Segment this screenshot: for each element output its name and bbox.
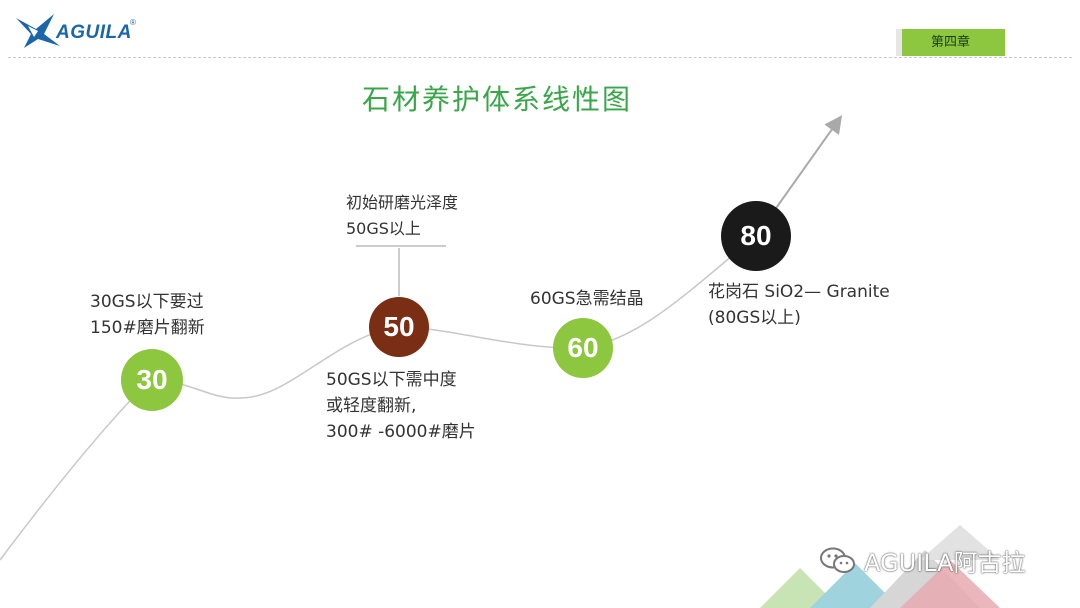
node-80-label-granite: 花岗石 SiO2— Granite [708,282,890,302]
growth-curve [0,234,758,561]
node-50-bottom-label-line: 或轻度翻新, [326,396,417,416]
node-60-label: 60GS急需结晶 [530,286,644,312]
decorative-triangles [760,525,1000,608]
watermark-text: AGUILA阿古拉 [864,548,1026,577]
node-50-bottom-label-line: 300# -6000#磨片 [326,422,476,442]
node-50-top-label-line: 初始研磨光泽度 [346,193,459,212]
eagle-logo-icon [16,14,60,48]
node-30-label-line: 150#磨片翻新 [90,318,205,338]
node-50-bottom-label-line: 50GS以下需中度 [326,370,457,390]
node-30-label: 30GS以下要过 150#磨片翻新 [90,289,205,341]
node-50: 50 [369,297,429,357]
node-50-bottom-label: 50GS以下需中度 或轻度翻新, 300# -6000#磨片 [326,367,476,445]
registered-mark: ® [130,18,136,27]
node-80-value: 80 [740,220,772,251]
node-30-value: 30 [136,364,168,395]
node-50-top-label: 初始研磨光泽度 50GS以上 [346,190,458,242]
node-60-label-line: 60GS急需结晶 [530,289,644,309]
header-divider [8,57,1072,58]
node-50-top-label-line: 50GS以上 [346,219,421,238]
node-80-label-range: (80GS以上) [708,308,801,328]
node-50-value: 50 [383,311,415,342]
node-30: 30 [121,349,183,411]
node-60: 60 [553,318,613,378]
node-80-label: 花岗石 SiO2— Granite (80GS以上) [708,279,890,331]
page-title: 石材养护体系线性图 [362,83,633,116]
logo-text: AGUILA [56,22,132,43]
wechat-icon [820,547,855,573]
node-80: 80 [721,201,791,271]
node-30-label-line: 30GS以下要过 [90,292,204,312]
node-60-value: 60 [567,332,599,363]
watermark: AGUILA阿古拉 [818,540,1026,580]
chapter-tab: 第四章 [896,29,1005,56]
